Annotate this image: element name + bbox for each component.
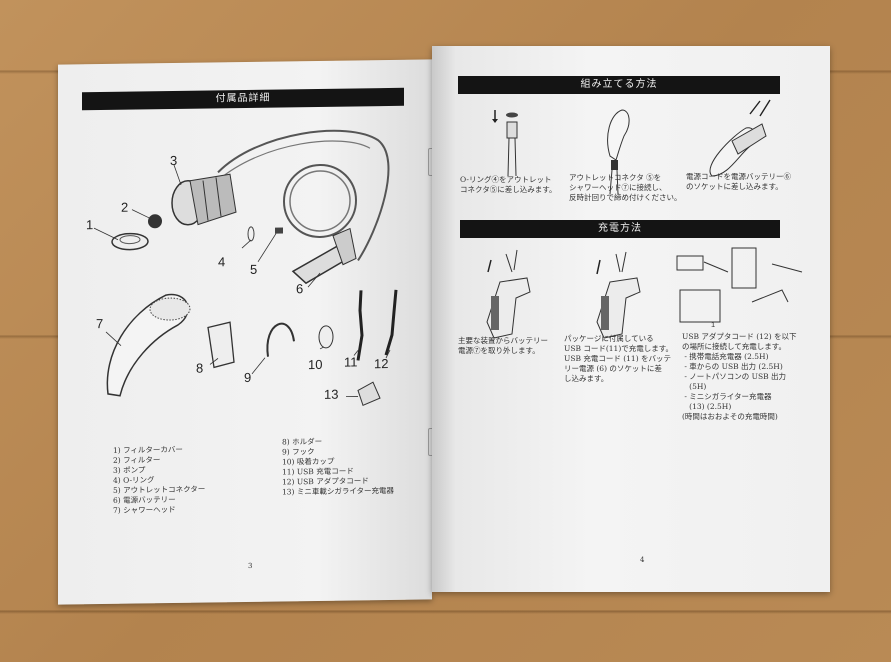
right-page: 組み立てる方法 O-リング④をアウトレット コネクタ⑤に差し込みます。 アウトレ… xyxy=(432,46,830,592)
outlet-connector-illustration xyxy=(275,227,283,234)
callout-2: 2 xyxy=(121,199,129,215)
car-charger-illustration xyxy=(357,381,381,407)
parts-list-item: 13) ミニ車載シガライター充電器 xyxy=(282,485,395,497)
suction-cup-illustration xyxy=(318,325,334,349)
callout-10: 10 xyxy=(308,356,323,373)
callout-5: 5 xyxy=(250,261,258,277)
charging-step-1: 主要な装置からバッテリー 電源⑦を取り外します。 xyxy=(458,336,548,355)
shower-head-connect-illustration xyxy=(607,109,630,195)
parts-exploded-diagram xyxy=(93,129,398,407)
assembly-step-2: アウトレットコネクタ ⑤を シャワーヘッド⑦に接続し、 反時計回りで締め付けくだ… xyxy=(569,173,682,202)
callout-3: 3 xyxy=(170,152,178,169)
callout-8: 8 xyxy=(196,360,204,376)
callout-12: 12 xyxy=(374,355,389,372)
section-header-assembly: 組み立てる方法 xyxy=(458,76,780,94)
holder-illustration xyxy=(207,321,235,369)
parts-list-column-1: 1) フィルターカバー 2) フィルター 3) ポンプ 4) O-リング 5) … xyxy=(113,445,205,516)
charging-step-2: パッケージに付属している USB コード(11)で充電します。 USB 充電コー… xyxy=(564,334,673,383)
assembly-step-3: 電源コードを電源バッテリー⑥ のソケットに差し込みます。 xyxy=(686,172,791,191)
filter-illustration xyxy=(148,214,162,229)
callout-9: 9 xyxy=(244,369,252,386)
callout-4: 4 xyxy=(218,254,226,270)
hook-illustration xyxy=(266,322,295,357)
pump-illustration xyxy=(171,173,237,226)
o-ring-illustration xyxy=(247,226,255,242)
callout-1: 1 xyxy=(86,217,94,233)
callout-13: 13 xyxy=(324,386,339,402)
usb-charging-cord-illustration xyxy=(356,290,364,361)
page-number-right: 4 xyxy=(640,556,645,564)
charging-illustrations xyxy=(486,247,803,339)
callout-7: 7 xyxy=(96,315,104,332)
section-header-charging: 充電方法 xyxy=(460,220,780,238)
parts-list-item: 7) シャワーヘッド xyxy=(113,504,176,515)
left-page: 付属品詳細 xyxy=(58,59,432,605)
assembly-illustrations xyxy=(492,99,771,195)
o-ring-insert-illustration xyxy=(492,110,518,177)
power-cord-insert-illustration xyxy=(709,99,771,177)
callout-11: 11 xyxy=(344,354,358,370)
charging-step-3: USB アダプタコード (12) を以下 の場所に接続して充電します。 - 携帯… xyxy=(682,332,797,421)
battery-removal-illustration xyxy=(486,249,531,339)
battery-illustration xyxy=(291,227,357,285)
usb-adapter-cord-illustration xyxy=(384,289,398,356)
usb-adapter-sources-illustration xyxy=(676,247,803,323)
page-number-left: 3 xyxy=(248,561,253,570)
diagram-label-1: 1 xyxy=(711,320,716,329)
usb-charge-battery-illustration xyxy=(596,251,641,339)
parts-list-column-2: 8) ホルダー 9) フック 10) 吸着カップ 11) USB 充電コード 1… xyxy=(282,436,394,498)
assembly-step-1: O-リング④をアウトレット コネクタ⑤に差し込みます。 xyxy=(460,175,557,194)
callout-6: 6 xyxy=(296,281,304,297)
